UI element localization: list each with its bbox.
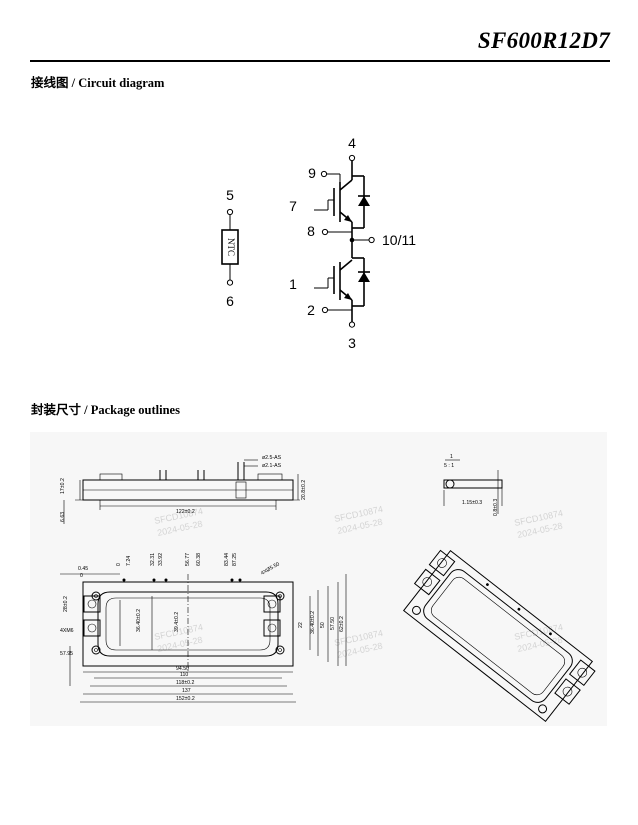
pin-label-1: 1 [289, 276, 297, 292]
dim-7-24: 7.24 [126, 556, 132, 566]
dim-36-40-right: 36.40±0.2 [310, 611, 316, 634]
dim-33-92: 33.92 [158, 553, 164, 566]
dim-83-44: 83.44 [224, 553, 230, 566]
pin-label-2: 2 [307, 302, 315, 318]
circuit-diagram: 5 NTC 6 4 9 7 8 10/11 1 [221, 135, 416, 351]
scale-ratio: 5 : 1 [444, 463, 454, 469]
dim-side-length: 122±0.2 [176, 509, 195, 515]
pin-label-5: 5 [226, 187, 234, 203]
pin-label-7: 7 [289, 198, 297, 214]
pin-terminal-5 [226, 208, 234, 216]
dim-detail-width: 1.15±0.3 [462, 500, 482, 506]
package-outlines-heading: 封装尺寸 / Package outlines [31, 403, 180, 417]
dim-0: 0 [80, 573, 83, 579]
pin-label-9: 9 [308, 165, 316, 181]
dim-22: 22 [298, 622, 304, 628]
dim-height-right: 20.8±0.2 [301, 480, 307, 500]
side-view: ø2.5-AS ø2.1-AS 17±0.2 6.63 122±0.2 20.8… [60, 455, 307, 524]
dim-pin-diameter-a: ø2.5-AS [262, 455, 282, 461]
dim-pin-diameter-b: ø2.1-AS [262, 463, 282, 469]
dim-detail-height: 0.8±0.3 [493, 499, 499, 516]
dim-60-38: 60.38 [196, 553, 202, 566]
dim-152: 152±0.2 [176, 696, 195, 702]
dim-57-95: 57.95 [60, 651, 73, 657]
pin-terminal-3 [348, 321, 356, 328]
dim-50: 50 [320, 622, 326, 628]
dim-57-50: 57.50 [330, 617, 336, 630]
pin-terminal-10-11 [368, 236, 375, 244]
detail-view: 1 5 : 1 1.15±0.3 0.8±0.3 [443, 454, 503, 516]
part-number-title: SF600R12D7 [477, 28, 610, 53]
dim-0-45: 0.45 [78, 566, 88, 572]
isometric-view [402, 549, 596, 723]
dim-62: 62±0.2 [339, 616, 345, 632]
freewheel-diode-bottom [358, 272, 370, 282]
pin-terminal-4 [348, 154, 356, 162]
dim-39-4: 39.4±0.2 [174, 612, 180, 632]
dim-87-25: 87.25 [232, 553, 238, 566]
dim-28: 28±0.2 [63, 596, 69, 612]
pin-terminal-6 [226, 279, 234, 286]
dim-height-min: 6.63 [60, 512, 66, 522]
dim-110: 110 [180, 672, 188, 678]
circuit-diagram-heading: 接线图 / Circuit diagram [31, 76, 165, 90]
pin-label-4: 4 [348, 135, 356, 151]
dim-36-40-left: 36.40±0.2 [136, 609, 142, 632]
scale-numerator: 1 [450, 454, 453, 460]
ntc-label: NTC [226, 238, 236, 256]
dim-137: 137 [182, 688, 191, 694]
header-rule [30, 60, 610, 62]
dim-118: 118±0.2 [176, 680, 194, 686]
dim-m6-threads: 4XM6 [60, 628, 74, 634]
pin-label-3: 3 [348, 335, 356, 351]
dim-height-left: 17±0.2 [60, 478, 66, 494]
dim-94-50: 94.50 [176, 666, 189, 672]
pin-label-6: 6 [226, 293, 234, 309]
pin-label-10-11: 10/11 [382, 232, 416, 248]
freewheel-diode-top [358, 196, 370, 206]
dim-0-origin: 0 [116, 563, 122, 566]
dim-32-31: 32.31 [150, 553, 156, 566]
pin-label-8: 8 [307, 223, 315, 239]
dim-56-77: 56.77 [185, 553, 191, 566]
